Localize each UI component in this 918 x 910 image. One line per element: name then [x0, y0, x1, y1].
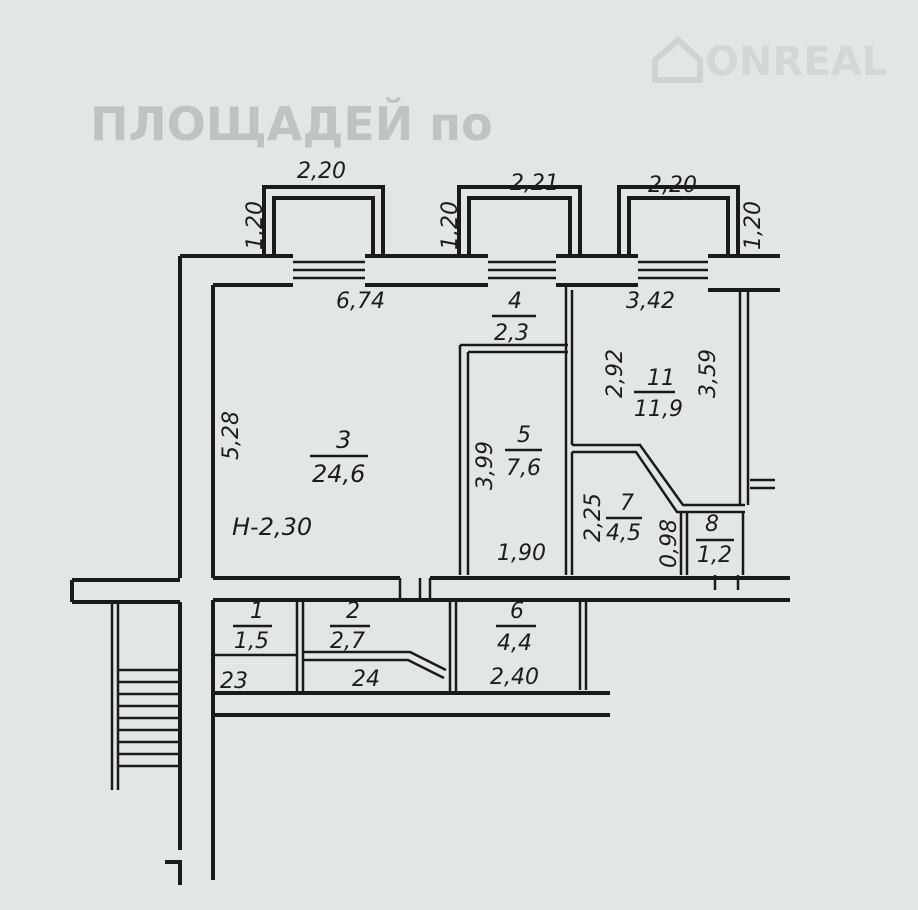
balcony-2-width: 2,21 — [510, 171, 559, 196]
room2-number: 2 — [346, 599, 360, 624]
room11-left: 2,92 — [603, 349, 628, 398]
balcony-1-width: 2,20 — [297, 159, 346, 184]
background-text: ПЛОЩАДЕЙ по — [90, 97, 493, 151]
balcony-3-depth: 1,20 — [741, 201, 766, 250]
room6-number: 6 — [510, 599, 524, 624]
balcony-1-depth: 1,20 — [243, 201, 268, 250]
room5-depth: 3,99 — [473, 441, 498, 490]
balcony-2-depth: 1,20 — [438, 201, 463, 250]
room3-width: 6,74 — [336, 289, 385, 314]
room11-width: 3,42 — [626, 289, 675, 314]
walls — [70, 254, 790, 885]
ceiling-height: H-2,30 — [232, 513, 312, 541]
room7-depth: 2,25 — [581, 493, 606, 542]
stair-23-label: 23 — [220, 669, 248, 694]
room3-number: 3 — [336, 426, 351, 454]
room4-number: 4 — [508, 289, 522, 314]
room8-number: 8 — [705, 512, 719, 537]
stair-24-label: 24 — [352, 667, 380, 692]
room6-area: 4,4 — [497, 631, 532, 656]
watermark-text: ONREAL — [705, 39, 887, 85]
room3-depth: 5,28 — [219, 411, 244, 460]
room3-area: 24,6 — [312, 460, 365, 488]
room1-number: 1 — [250, 599, 264, 624]
room8-depth: 0,98 — [657, 519, 682, 568]
balconies — [262, 185, 740, 280]
room1-area: 1,5 — [234, 629, 269, 654]
room5-number: 5 — [517, 423, 531, 448]
room11-right: 3,59 — [696, 349, 721, 398]
room7-area: 4,5 — [606, 521, 641, 546]
room8-area: 1,2 — [697, 543, 732, 568]
room5-width: 1,90 — [497, 541, 546, 566]
room6-width: 2,40 — [490, 665, 539, 690]
room5-area: 7,6 — [506, 456, 541, 481]
room11-number: 11 — [647, 366, 675, 391]
house-icon — [652, 35, 703, 83]
room4-area: 2,3 — [494, 321, 529, 346]
balcony-3-width: 2,20 — [648, 173, 697, 198]
room2-area: 2,7 — [330, 629, 365, 654]
room11-area: 11,9 — [634, 397, 683, 422]
watermark: ONREAL — [652, 35, 887, 85]
room7-number: 7 — [620, 491, 634, 516]
